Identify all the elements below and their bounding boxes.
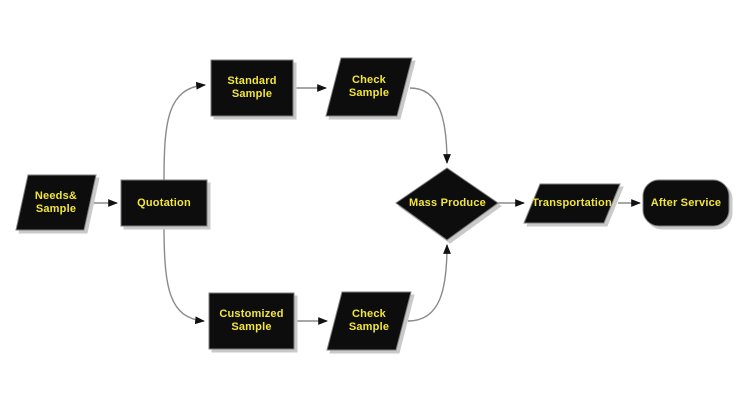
node-quotation-shape[interactable] <box>120 179 208 227</box>
edge-check-top-to-mass-produce <box>409 87 451 164</box>
edge-check-bottom-to-mass-produce <box>407 244 451 322</box>
node-customized-sample-shape[interactable] <box>208 292 295 350</box>
connector-layer <box>92 81 641 325</box>
node-standard-sample-shape[interactable] <box>210 59 294 117</box>
node-needs-sample-shape[interactable] <box>15 174 97 231</box>
node-transportation-shape[interactable] <box>523 183 621 224</box>
node-mass-produce-shape[interactable] <box>395 167 499 241</box>
edge-quotation-to-standard <box>163 81 206 181</box>
node-check-sample-top-shape[interactable] <box>325 57 413 117</box>
node-after-service-shape[interactable] <box>642 179 730 227</box>
edge-quotation-to-customized <box>163 225 205 325</box>
node-check-sample-bottom-shape[interactable] <box>326 291 412 351</box>
node-layer <box>15 57 730 351</box>
